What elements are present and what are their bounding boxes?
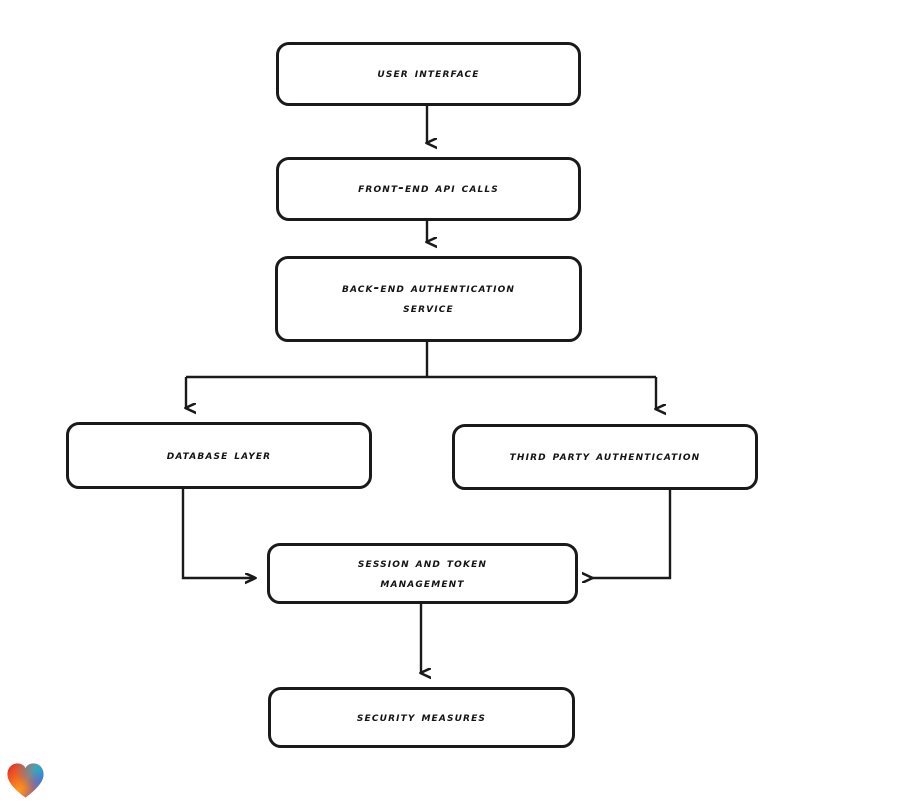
node-backend-auth-service[interactable]: back-end authentication service: [275, 256, 582, 342]
node-label-backend-auth-service: back-end authentication service: [341, 280, 516, 316]
edge-database-to-session: [181, 489, 255, 578]
node-label-session-token-management: session and token management: [357, 554, 488, 591]
node-label-user-interface: user interface: [377, 65, 480, 82]
node-security-measures[interactable]: security measures: [268, 687, 575, 748]
node-user-interface[interactable]: user interface: [276, 42, 581, 106]
node-label-frontend-api-calls: front-end api calls: [358, 180, 499, 197]
node-label-third-party-auth: third party authentication: [509, 448, 701, 465]
node-label-security-measures: security measures: [356, 708, 487, 725]
heart-icon: [7, 763, 44, 798]
node-label-database-layer: database layer: [166, 446, 272, 463]
node-session-token-management[interactable]: session and token management: [267, 543, 578, 604]
node-third-party-auth[interactable]: third party authentication: [452, 424, 758, 490]
edge-thirdparty-to-session: [592, 490, 672, 578]
node-database-layer[interactable]: database layer: [66, 422, 372, 489]
node-frontend-api-calls[interactable]: front-end api calls: [276, 157, 581, 221]
